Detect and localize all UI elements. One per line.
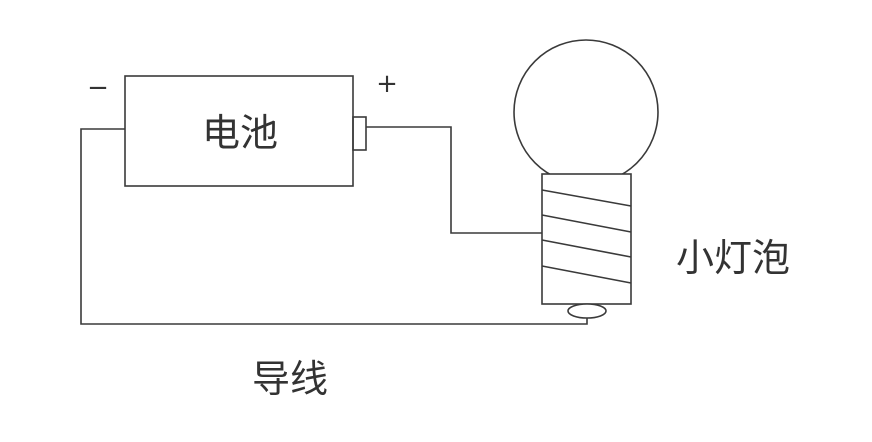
bulb-label: 小灯泡 xyxy=(676,236,790,280)
battery-label: 电池 xyxy=(202,111,278,155)
wire-positive xyxy=(366,126,542,234)
bulb-glass xyxy=(513,39,659,185)
wire-negative xyxy=(80,128,588,325)
wire-label: 导线 xyxy=(252,357,328,401)
bulb-threads xyxy=(541,189,632,284)
battery-positive-terminal xyxy=(352,116,367,151)
bulb-contact xyxy=(567,303,607,319)
bulb-screw-base xyxy=(541,173,632,305)
negative-sign: − xyxy=(87,73,109,103)
positive-sign: + xyxy=(376,69,398,99)
